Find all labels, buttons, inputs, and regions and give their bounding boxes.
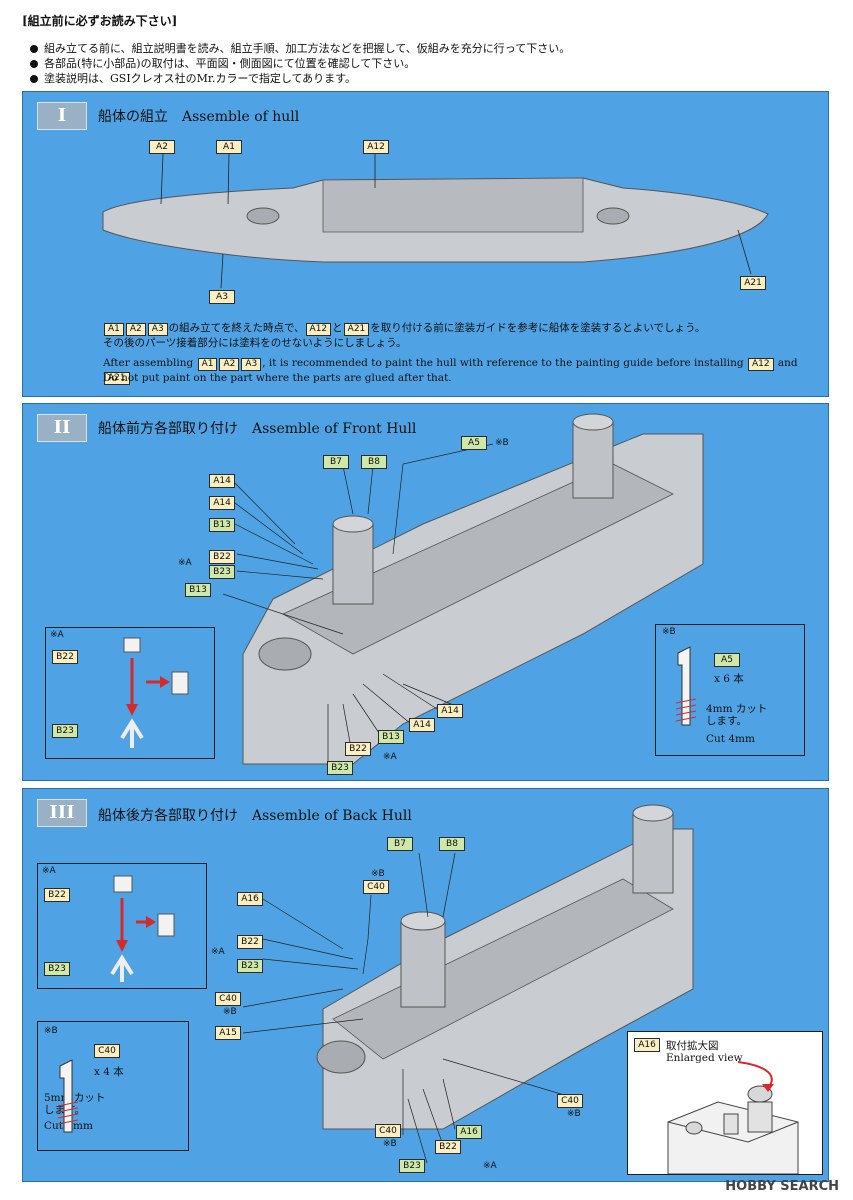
cut-label-en: Cut 4mm <box>706 733 755 745</box>
part-tag-b23: B23 <box>237 959 263 973</box>
part-tag-b22: B22 <box>209 550 235 564</box>
part-tag-b23: B23 <box>44 962 70 976</box>
part-tag-b23: B23 <box>209 565 235 579</box>
part-tag-a5: A5 <box>461 436 487 450</box>
part-tag-b13: B13 <box>185 583 211 597</box>
note-mark-b: ※B <box>371 869 385 879</box>
hull-drawing <box>102 153 769 289</box>
note-mark-b: ※B <box>495 438 509 448</box>
header-title: [組立前に必ずお読み下さい] <box>22 14 178 28</box>
part-tag-b23: B23 <box>327 761 353 775</box>
inset-b: ※B C40 x 4 本 5mm カット します。 Cut 5mm <box>37 1021 189 1151</box>
section-2-number: II <box>37 414 87 442</box>
assembly-arrows <box>110 875 175 982</box>
part-tag-a16: A16 <box>456 1125 482 1139</box>
part-tag-b13: B13 <box>378 730 404 744</box>
part-tag-b13: B13 <box>209 518 235 532</box>
part-tag-a16: A16 <box>634 1038 660 1052</box>
part-tag-b22: B22 <box>44 888 70 902</box>
instruction-jp-line-2: その後のパーツ接着部分には塗料をのせないようにしましょう。 <box>103 337 407 349</box>
note-mark-a: ※A <box>483 1161 497 1171</box>
inset-a: ※A B22 B23 <box>37 863 207 989</box>
part-tag-a14: A14 <box>209 496 235 510</box>
part-tag-b7: B7 <box>387 837 413 851</box>
part-tag-a3: A3 <box>209 290 235 304</box>
inset-mark: ※A <box>50 630 64 640</box>
bullet-icon <box>30 75 38 83</box>
note-mark-b: ※B <box>383 1139 397 1149</box>
enlarged-drawing <box>667 1061 799 1174</box>
inset-mark: ※B <box>44 1026 58 1036</box>
enlarged-label-jp: 取付拡大図 <box>666 1040 719 1052</box>
watermark: HOBBY SEARCH <box>725 1179 839 1194</box>
section-1-number: I <box>37 102 87 130</box>
part-tag-c40: C40 <box>215 992 241 1006</box>
cut-label-jp-1: 5mm カット <box>44 1092 106 1104</box>
part-tag-c40: C40 <box>557 1094 583 1108</box>
note-mark-b: ※B <box>567 1109 581 1119</box>
part-tag-a12: A12 <box>363 140 389 154</box>
inset-b: ※B A5 x 6 本 4mm カット します。 Cut 4mm <box>655 624 805 756</box>
enlarged-label-en: Enlarged view <box>666 1052 743 1064</box>
part-tag-b22: B22 <box>52 650 78 664</box>
cut-label-jp-2: します。 <box>706 715 747 727</box>
part-tag-c40: C40 <box>375 1124 401 1138</box>
inset-mark: ※B <box>662 627 676 637</box>
part-tag-b23: B23 <box>52 724 78 738</box>
part-tag-b8: B8 <box>361 455 387 469</box>
part-tag-a1: A1 <box>216 140 242 154</box>
part-tag-a14: A14 <box>209 474 235 488</box>
part-tag-b23: B23 <box>399 1159 425 1173</box>
note-mark-a: ※A <box>178 558 192 568</box>
section-3-panel: III 船体後方各部取り付け Assemble of Back Hull B7 … <box>22 788 829 1182</box>
inset-mark: ※A <box>42 866 56 876</box>
section-1-panel: I 船体の組立 Assemble of hull A2 A1 A12 A3 A2… <box>22 91 829 397</box>
section-1-title: 船体の組立 Assemble of hull <box>98 109 300 125</box>
part-tag-b8: B8 <box>439 837 465 851</box>
section-2-title: 船体前方各部取り付け Assemble of Front Hull <box>98 421 417 437</box>
part-tag-a16: A16 <box>237 892 263 906</box>
part-tag-c40: C40 <box>363 880 389 894</box>
inset-a: ※A B22 B23 <box>45 627 215 759</box>
assembly-arrows <box>120 637 189 748</box>
part-tag-a15: A15 <box>215 1026 241 1040</box>
section-3-title: 船体後方各部取り付け Assemble of Back Hull <box>98 808 412 824</box>
note-1: 組み立てる前に、組立説明書を読み、組立手順、加工方法などを把握して、仮組みを充分… <box>30 40 570 56</box>
part-tag-a2: A2 <box>149 140 175 154</box>
note-mark-b: ※B <box>223 1007 237 1017</box>
part-tag-a21: A21 <box>740 276 766 290</box>
section-3-number: III <box>37 799 87 827</box>
note-mark-a: ※A <box>211 947 225 957</box>
front-hull-drawing <box>222 413 704 766</box>
part-tag-a5: A5 <box>714 653 740 667</box>
part-tag-b22: B22 <box>435 1140 461 1154</box>
quantity-label: x 6 本 <box>714 673 744 685</box>
cut-label-jp-1: 4mm カット <box>706 703 768 715</box>
part-tag-b22: B22 <box>237 935 263 949</box>
bullet-icon <box>30 60 38 68</box>
part-tag-a14: A14 <box>437 704 463 718</box>
part-tag-b7: B7 <box>323 455 349 469</box>
note-mark-a: ※A <box>383 752 397 762</box>
part-tag-c40: C40 <box>94 1044 120 1058</box>
part-tag-b22: B22 <box>345 742 371 756</box>
quantity-label: x 4 本 <box>94 1066 124 1078</box>
instruction-en-line-2: Do not put paint on the part where the p… <box>103 372 452 384</box>
part-tag-a14: A14 <box>409 718 435 732</box>
cut-diagram <box>675 646 697 726</box>
cut-diagram <box>57 1059 79 1133</box>
bullet-icon <box>30 45 38 53</box>
back-hull-drawing <box>242 804 694 1164</box>
section-2-panel: II 船体前方各部取り付け Assemble of Front Hull A5 … <box>22 403 829 781</box>
note-2: 各部品(特に小部品)の取付は、平面図・側面図にて位置を確認して下さい。 <box>30 55 415 71</box>
note-3: 塗装説明は、GSIクレオス社のMr.カラーで指定してあります。 <box>30 70 356 86</box>
enlarged-view: A16 取付拡大図 Enlarged view <box>627 1031 823 1175</box>
